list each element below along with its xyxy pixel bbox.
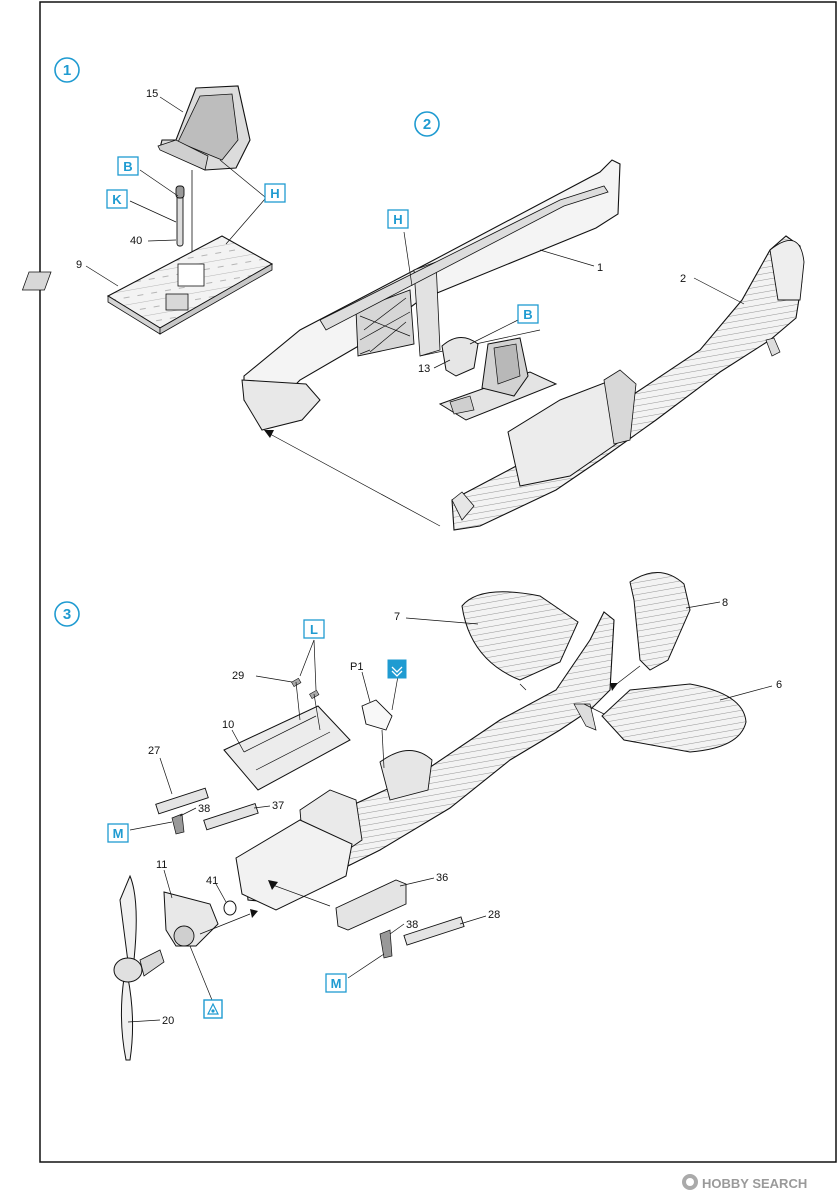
- label-part-36: 36: [436, 872, 448, 884]
- step-1-badge: [54, 57, 80, 83]
- exhaust-28-part: [403, 916, 465, 946]
- label-part-11: 11: [156, 859, 167, 871]
- label-part-6: 6: [776, 679, 782, 691]
- seat-back-part: [441, 337, 479, 377]
- paint-callout-h-step1: H: [264, 183, 286, 203]
- exhaust-pipe-38a-part: [171, 813, 185, 835]
- paint-callout-b-step1: B: [117, 156, 139, 176]
- exhaust-36-part: [335, 879, 407, 931]
- tailplane-left-part: [461, 591, 579, 681]
- sheet-border: [39, 1, 837, 1163]
- step-1: 1 15 40 9: [21, 57, 286, 335]
- seat-part: [157, 85, 251, 171]
- label-part-P1: P1: [350, 661, 363, 673]
- paint-callout-b-step2: B: [517, 304, 539, 324]
- cement-icon: [387, 659, 407, 679]
- step-2-number: 2: [423, 116, 431, 133]
- step-1-number: 1: [63, 62, 71, 79]
- decal-icon: [203, 999, 223, 1019]
- windscreen-part: [361, 699, 393, 731]
- label-part-38b: 38: [406, 919, 418, 931]
- svg-text:H: H: [393, 212, 402, 227]
- propeller-hub-part: [163, 891, 219, 947]
- top-cover-part: [223, 705, 351, 791]
- label-part-29: 29: [232, 670, 244, 682]
- label-part-13: 13: [418, 363, 430, 375]
- label-part-27: 27: [148, 745, 160, 757]
- step-3: 3: [54, 572, 782, 1061]
- label-part-7: 7: [394, 611, 400, 623]
- step-2: 2: [241, 111, 805, 531]
- svg-text:K: K: [112, 192, 122, 207]
- exhaust-37-part: [203, 803, 259, 831]
- svg-text:M: M: [331, 976, 342, 991]
- cockpit-floor-part: [21, 235, 274, 335]
- watermark-brand: HOBBY SEARCH: [702, 1176, 807, 1191]
- step-3-badge: [54, 601, 80, 627]
- step-3-number: 3: [63, 606, 71, 623]
- fuselage-half-left-part: [241, 159, 621, 431]
- label-part-41: 41: [206, 875, 218, 887]
- svg-text:H: H: [270, 186, 279, 201]
- hobby-search-watermark: HOBBY SEARCH: [682, 1174, 807, 1191]
- label-part-10: 10: [222, 719, 234, 731]
- floor-seat-assembly: [438, 337, 558, 421]
- label-part-20: 20: [162, 1015, 174, 1027]
- label-part-37: 37: [272, 800, 284, 812]
- svg-text:L: L: [310, 622, 318, 637]
- fuselage-assembly: [235, 611, 615, 911]
- label-part-8: 8: [722, 597, 728, 609]
- control-stick-part: [175, 185, 185, 247]
- paint-callout-k-step1: K: [106, 189, 128, 209]
- label-part-40: 40: [130, 235, 142, 247]
- washer-41-part: [223, 900, 237, 916]
- paint-callout-m-step3b: M: [325, 973, 347, 993]
- rudder-part: [629, 572, 691, 671]
- paint-callout-h-step2: H: [387, 209, 409, 229]
- svg-text:M: M: [113, 826, 124, 841]
- label-part-15: 15: [146, 88, 158, 100]
- label-part-28: 28: [488, 909, 500, 921]
- label-part-2: 2: [680, 273, 686, 285]
- svg-text:B: B: [123, 159, 132, 174]
- paint-callout-l-step3: L: [303, 619, 325, 639]
- step-2-badge: [414, 111, 440, 137]
- propeller-part: [113, 874, 165, 1061]
- label-part-38a: 38: [198, 803, 210, 815]
- paint-callout-m-step3a: M: [107, 823, 129, 843]
- fuselage-half-right-part: [451, 235, 805, 531]
- label-part-9: 9: [76, 259, 82, 271]
- svg-text:B: B: [523, 307, 532, 322]
- exhaust-27-part: [155, 787, 209, 815]
- exhaust-pipe-38b-part: [379, 929, 393, 959]
- tailplane-right-part: [601, 683, 747, 753]
- label-part-1: 1: [597, 262, 603, 274]
